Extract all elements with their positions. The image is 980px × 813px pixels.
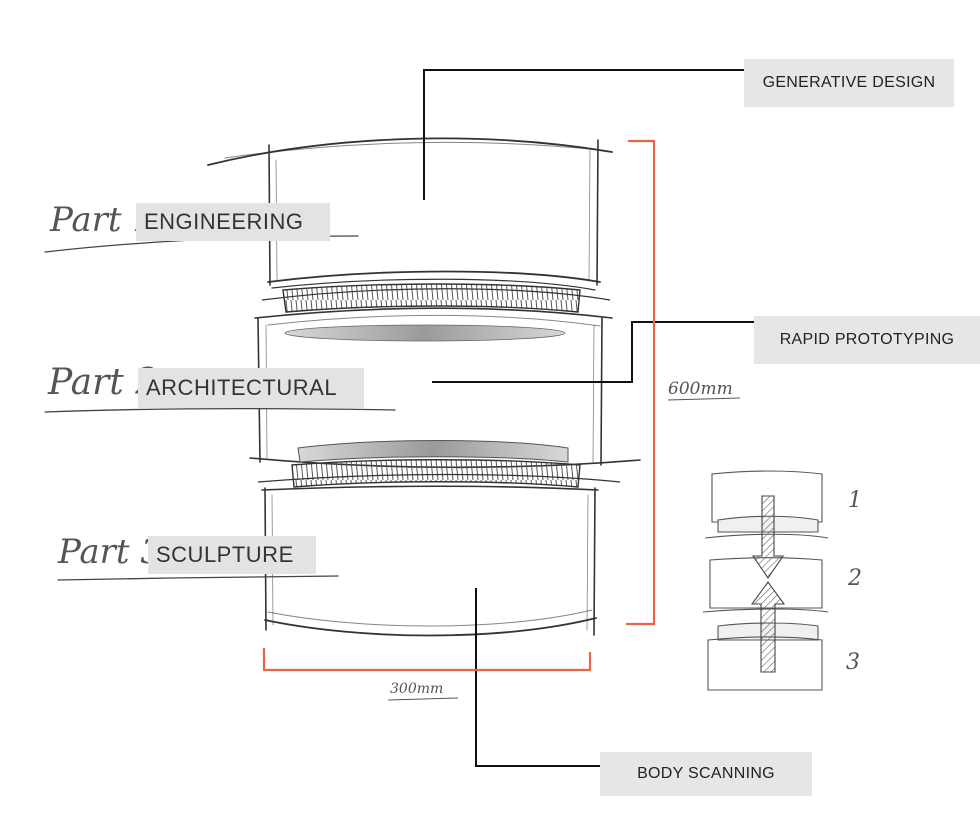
module-2: [249, 307, 641, 469]
step-2-number: 2: [848, 566, 862, 591]
step-1-number: 1: [848, 488, 862, 513]
dimension-lines: [262, 139, 656, 672]
body-scanning-label: BODY SCANNING: [600, 752, 812, 796]
height-dimension-label: 600mm: [668, 379, 733, 399]
module-1: [207, 137, 613, 291]
leader-lines: [423, 69, 754, 767]
width-dimension-label: 300mm: [390, 681, 444, 697]
generative-design-label: GENERATIVE DESIGN: [744, 59, 954, 107]
part-3-label: SCULPTURE: [148, 536, 316, 574]
joint-2: [257, 440, 621, 488]
step-3-number: 3: [846, 650, 860, 675]
rapid-prototyping-label: RAPID PROTOTYPING: [754, 316, 980, 364]
part-3-script: Part 3: [58, 532, 162, 572]
dimension-underlines: [387, 397, 741, 701]
assembly-inset: [702, 470, 829, 691]
joint-1: [261, 283, 611, 313]
part-2-label: ARCHITECTURAL: [138, 368, 364, 408]
part-1-label: ENGINEERING: [136, 203, 330, 241]
